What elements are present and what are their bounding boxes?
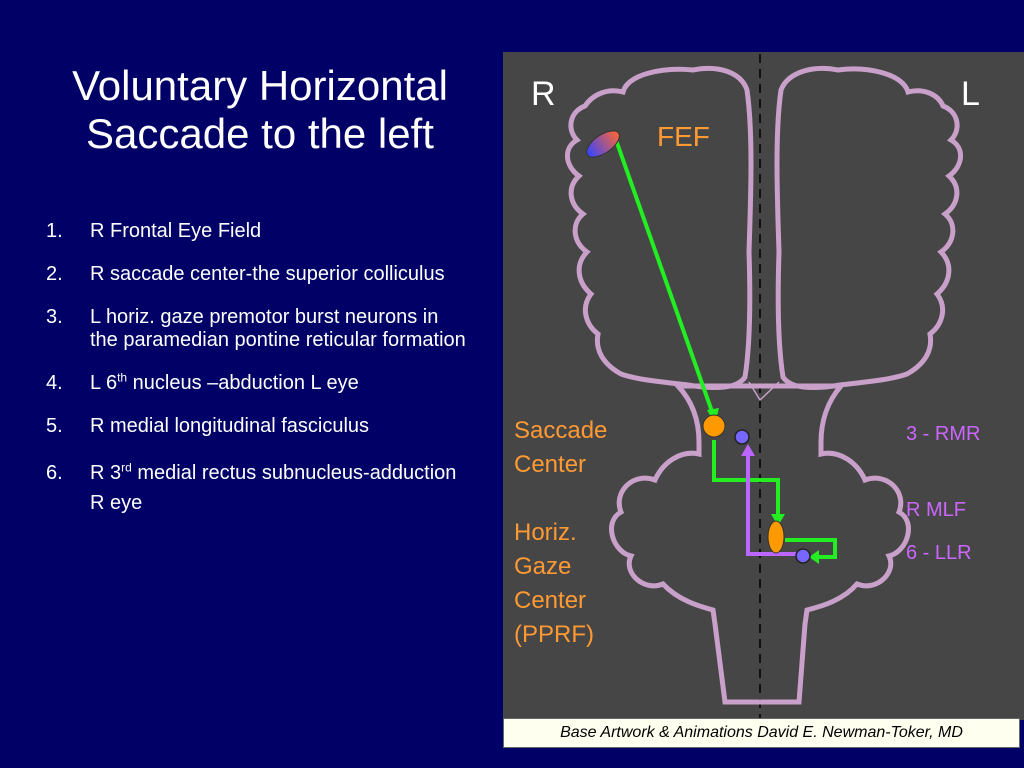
saccade-center-label-1: Saccade [514, 417, 607, 444]
left-hemisphere-outline [774, 65, 963, 391]
title-line-1: Voluntary Horizontal [72, 62, 448, 109]
fef-to-colliculus-path [614, 139, 717, 421]
right-side-label: R [531, 75, 556, 113]
fef-label: FEF [657, 121, 710, 152]
llr-label: 6 - LLR [906, 542, 972, 564]
step-item: 4. L 6th nucleus –abduction L eye [46, 370, 466, 395]
fef-nucleus [586, 130, 620, 158]
step-item: 6. R 3rd medial rectus subnucleus-adduct… [46, 458, 466, 518]
step-item: 5. R medial longitudinal fasciculus [46, 415, 466, 438]
pprf-nucleus [767, 520, 785, 554]
llr-nucleus [795, 548, 811, 564]
step-text-pre: L 6 [90, 372, 118, 394]
step-text: R medial longitudinal fasciculus [90, 415, 370, 437]
gaze-center-label-4: (PPRF) [514, 621, 594, 648]
arrowhead-icon [741, 444, 755, 456]
brain-diagram-svg: R L FEF Saccade Center Horiz. Gaze Cente… [514, 54, 980, 718]
gaze-center-label-3: Center [514, 587, 586, 614]
step-number: 6. [46, 462, 63, 484]
step-number: 1. [46, 220, 63, 242]
saccade-center-nucleus [702, 414, 726, 438]
step-number: 3. [46, 306, 63, 328]
step-item: 1. R Frontal Eye Field [46, 220, 466, 243]
saccade-center-label-2: Center [514, 451, 586, 478]
step-text-pre: R 3 [90, 462, 122, 484]
artwork-credit: Base Artwork & Animations David E. Newma… [503, 718, 1020, 748]
left-side-label: L [961, 75, 980, 113]
slide-title: Voluntary Horizontal Saccade to the left [30, 62, 490, 158]
rmlf-label: R MLF [906, 499, 966, 521]
step-text: R saccade center-the superior colliculus [90, 263, 445, 285]
title-line-2: Saccade to the left [86, 110, 434, 157]
pprf-to-abducens-path [785, 538, 837, 559]
step-text-post: medial rectus subnucleus-adduction R eye [90, 462, 457, 514]
rmr-nucleus [734, 429, 750, 445]
step-number: 2. [46, 263, 63, 285]
mlf-path [746, 452, 798, 556]
rmr-label: 3 - RMR [906, 423, 980, 445]
brain-diagram-panel: R L FEF Saccade Center Horiz. Gaze Cente… [503, 52, 1024, 720]
step-superscript: rd [121, 460, 132, 475]
step-item: 2. R saccade center-the superior collicu… [46, 263, 466, 286]
step-text: L horiz. gaze premotor burst neurons in … [90, 306, 466, 351]
arrowhead-icon [771, 514, 785, 526]
step-item: 3. L horiz. gaze premotor burst neurons … [46, 306, 466, 352]
gaze-center-label-1: Horiz. [514, 519, 577, 546]
gaze-center-label-2: Gaze [514, 553, 571, 580]
step-text-post: nucleus –abduction L eye [127, 372, 359, 394]
step-text: R Frontal Eye Field [90, 220, 262, 242]
right-hemisphere-outline [565, 65, 754, 391]
step-superscript: th [117, 370, 128, 385]
pathway-steps-list: 1. R Frontal Eye Field 2. R saccade cent… [46, 220, 466, 538]
brainstem-outline [609, 383, 911, 705]
step-number: 5. [46, 415, 63, 437]
step-number: 4. [46, 372, 63, 394]
arrowhead-icon [809, 550, 819, 564]
